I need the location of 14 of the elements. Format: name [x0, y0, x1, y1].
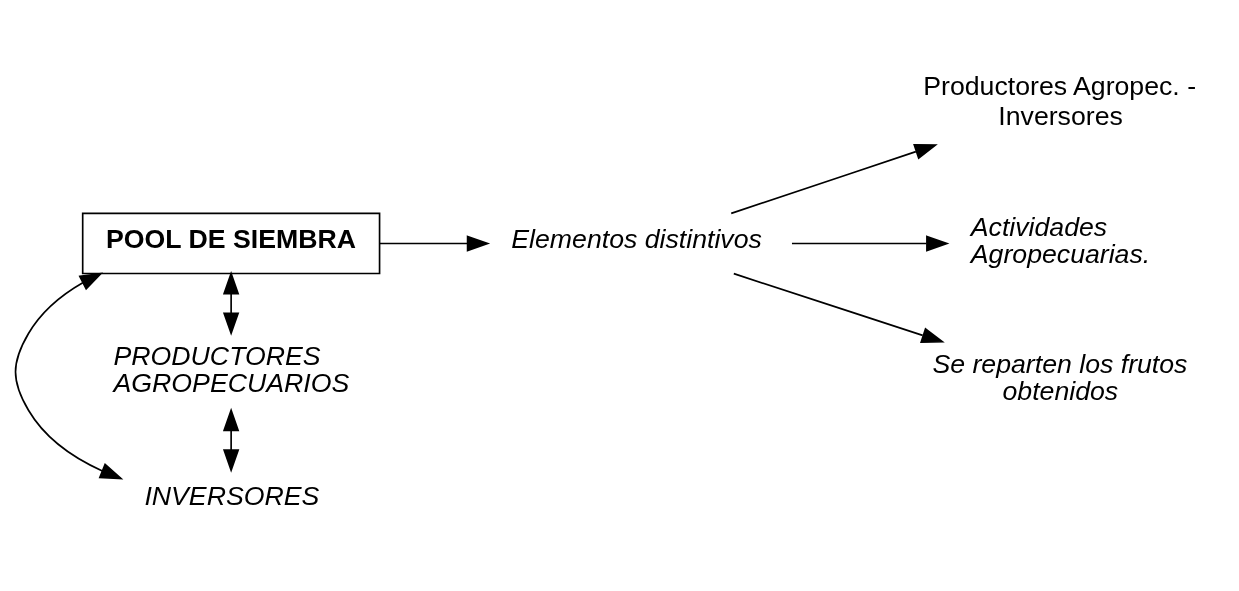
- arrow: [791, 234, 950, 252]
- node-text: INVERSORES: [144, 480, 320, 511]
- arrow: [222, 407, 240, 473]
- node-text: Actividades Agropecuarias.: [970, 211, 1151, 269]
- arrow: [14, 271, 124, 479]
- node-text: Productores Agropec. - Inversores: [923, 70, 1197, 131]
- arrow: [222, 270, 240, 336]
- node-text: Elementos distintivos: [511, 223, 762, 254]
- arrow: [378, 234, 491, 252]
- arrow: [732, 272, 945, 343]
- node-text: Se reparten los frutos obtenidos: [932, 348, 1188, 406]
- node-text: PRODUCTORES AGROPECUARIOS: [113, 340, 350, 398]
- arrow: [730, 143, 938, 214]
- node-box: POOL DE SIEMBRA: [81, 212, 381, 274]
